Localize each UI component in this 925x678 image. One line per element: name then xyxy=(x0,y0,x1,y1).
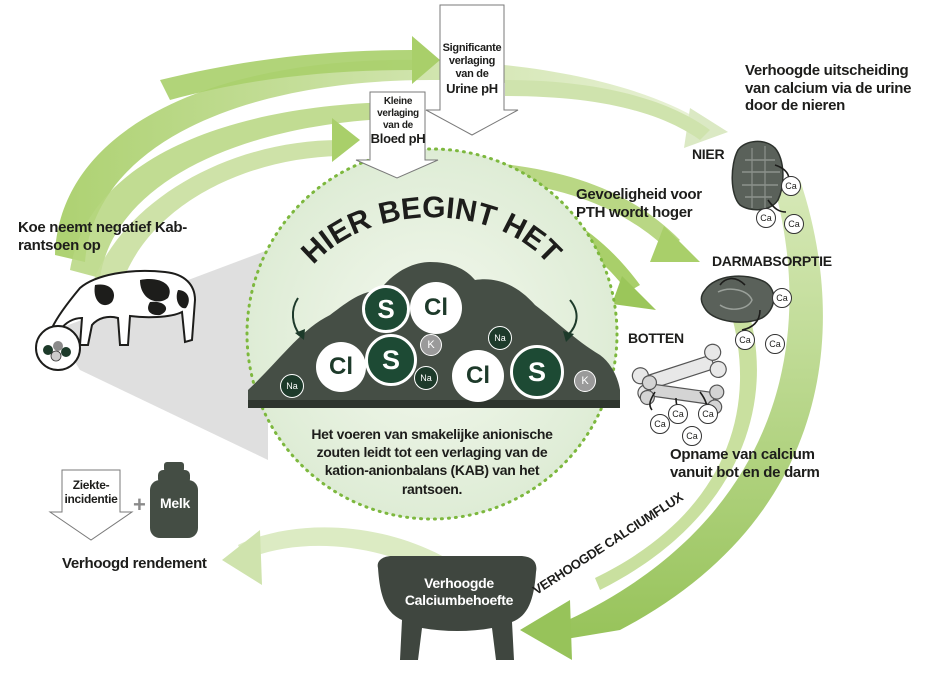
blood-ph-line-1: Kleine xyxy=(383,96,413,107)
center-description: Het voeren van smakelijke anionische zou… xyxy=(311,426,553,497)
yield-label: Verhoogd rendement xyxy=(62,555,207,572)
feed-zoom-cone xyxy=(55,250,268,460)
urine-ph-line-4: Urine pH xyxy=(446,80,498,96)
ion-chloride-top: Cl xyxy=(410,282,462,334)
ion-chloride-left: Cl xyxy=(316,342,366,392)
urine-ph-line-1: Significante xyxy=(442,42,502,54)
ca-marker-bone-4: Ca xyxy=(682,426,702,446)
disease-label: Ziekte- incidentie xyxy=(58,478,124,507)
bones-label: BOTTEN xyxy=(628,330,684,346)
plus-sign: + xyxy=(133,492,146,517)
milk-can xyxy=(150,462,198,538)
ion-sodium-left: Na xyxy=(280,374,304,398)
ca-marker-bone-3: Ca xyxy=(698,404,718,424)
pth-label: Gevoeligheid voor PTH wordt hoger xyxy=(576,186,702,221)
kidney-excretion-label: Verhoogde uitscheiding van calcium via d… xyxy=(745,62,912,115)
urine-ph-arrow-box xyxy=(425,4,519,136)
intestine-illustration xyxy=(700,275,775,323)
arrow-urine-to-kidney xyxy=(505,80,710,140)
calcium-need-label: Verhoogde Calciumbehoefte xyxy=(388,575,530,608)
mound-base xyxy=(248,400,620,408)
feed-bowl xyxy=(35,325,81,371)
milk-label: Melk xyxy=(160,495,190,511)
kidney-illustration xyxy=(731,140,784,211)
ca-marker-kidney-2: Ca xyxy=(756,208,776,228)
center-title: HIER BEGINT HET xyxy=(295,191,567,270)
ion-sodium-right: Na xyxy=(488,326,512,350)
ion-potassium-right: K xyxy=(574,370,596,392)
blood-ph-arrow-box xyxy=(355,91,439,179)
ca-marker-intestine-3: Ca xyxy=(765,334,785,354)
disease-arrow-box xyxy=(48,469,134,541)
cow-illustration xyxy=(50,269,197,346)
center-title-text: HIER BEGINT HET xyxy=(295,191,567,270)
ca-marker-kidney-1: Ca xyxy=(781,176,801,196)
ca-marker-kidney-3: Ca xyxy=(784,214,804,234)
ion-sulfur-right: S xyxy=(510,345,564,399)
ca-marker-bone-1: Ca xyxy=(668,404,688,424)
calcium-need-line-1: Verhoogde xyxy=(424,575,494,591)
disease-line-2: incidentie xyxy=(64,492,118,507)
ion-potassium-center: K xyxy=(420,334,442,356)
curved-arrow-right xyxy=(567,299,578,336)
ca-marker-bone-2: Ca xyxy=(650,414,670,434)
cow-label: Koe neemt negatief Kab-rantsoen op xyxy=(18,219,187,254)
calcium-need-line-2: Calciumbehoefte xyxy=(404,591,514,608)
urine-ph-label: Significante verlaging van de Urine pH xyxy=(440,42,504,96)
ion-sulfur-top: S xyxy=(362,285,410,333)
ion-sulfur-middle: S xyxy=(365,334,417,386)
urine-ph-line-2: verlaging xyxy=(448,54,496,67)
bones-illustration xyxy=(631,343,727,415)
blood-ph-line-2: verlaging xyxy=(377,107,419,119)
arrow-bottom-left xyxy=(222,527,485,600)
blood-ph-line-3: van de xyxy=(383,119,413,131)
disease-line-1: Ziekte- xyxy=(72,478,110,492)
ca-marker-intestine-1: Ca xyxy=(772,288,792,308)
kidney-label: NIER xyxy=(692,146,725,162)
uptake-label: Opname van calcium vanuit bot en de darm xyxy=(670,446,820,481)
calcium-need-udder xyxy=(377,556,537,660)
blood-ph-line-4: Bloed pH xyxy=(370,131,426,147)
urine-ph-line-3: van de xyxy=(455,67,489,80)
ca-marker-intestine-2: Ca xyxy=(735,330,755,350)
arc-arrow-top-mid xyxy=(70,36,440,278)
blood-ph-label: Kleine verlaging van de Bloed pH xyxy=(370,96,426,147)
ion-chloride-right: Cl xyxy=(452,350,504,402)
intestine-label: DARMABSORPTIE xyxy=(712,253,832,269)
ion-sodium-middle: Na xyxy=(414,366,438,390)
